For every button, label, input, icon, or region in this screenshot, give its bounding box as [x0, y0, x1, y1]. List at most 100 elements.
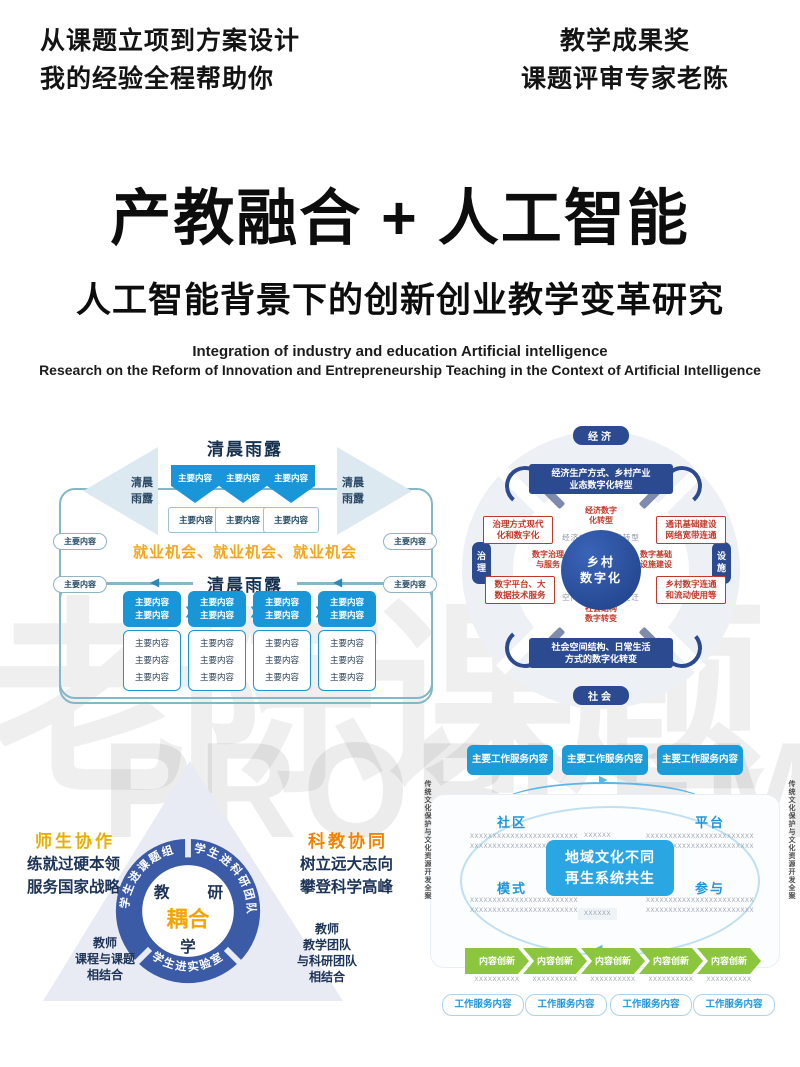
note-line: 数字平台、大 — [494, 579, 546, 589]
flow-card-row: 主要内容 — [329, 672, 364, 682]
english-title-1: Integration of industry and education Ar… — [192, 343, 608, 360]
cycle-center-line: 地域文化不同 — [565, 849, 655, 865]
cycle-center-box: 地域文化不同 再生系统共生 — [546, 840, 674, 896]
note-line: 乡村数字连通 — [665, 579, 717, 589]
side-vertical-text-right: 传统文化保护与文化资源开发全案 — [788, 780, 795, 900]
flow-card-row: 主要内容 — [329, 638, 364, 648]
flow-card-header: 主要内容 — [264, 610, 299, 620]
flow-card-header: 主要内容 — [199, 610, 234, 620]
cycle-diagram: 主要工作服务内容 主要工作服务内容 主要工作服务内容 ▶ ◀ 社区 平台 模式 … — [418, 736, 800, 1031]
work-service-box: 主要工作服务内容 — [657, 745, 743, 775]
flow-card-header: 主要内容 — [264, 597, 299, 607]
flow-diagram: 清晨雨露 清晨 雨露 清晨 雨露 主要内容 主要内容 主要内容 主要内容 主要内… — [45, 433, 445, 733]
chevron-sub-placeholder: XXXXXXXXXX — [532, 977, 578, 983]
economy-box: 经济生产方式、乡村产业 业态数字化转型 — [529, 464, 673, 494]
left-slogan: 练就过硬本领 服务国家战略 — [27, 856, 121, 896]
center-line: 乡村 — [586, 555, 615, 569]
inner-research: 研 — [207, 883, 223, 901]
society-box-line: 社会空间结构、日常生活 — [551, 642, 651, 652]
flow-side-pill: 主要内容 — [383, 533, 437, 550]
header-left-line1: 从课题立项到方案设计 — [40, 27, 301, 55]
quadrant-pill-governance: 治理 — [472, 542, 491, 584]
flow-card-row: 主要内容 — [134, 638, 169, 648]
content-innovation-chevron: 内容创新 — [581, 948, 645, 974]
big-arrow-right-label: 清晨 — [342, 477, 364, 489]
platform-note-box: 数字平台、大 数据技术服务 — [485, 576, 555, 604]
side-vertical-text-left: 传统文化保护与文化资源开发全案 — [424, 780, 431, 900]
corner-participation: 参与 — [695, 881, 726, 896]
content-innovation-chevron: 内容创新 — [465, 948, 529, 974]
flow-side-pill: 主要内容 — [53, 576, 107, 593]
society-box: 社会空间结构、日常生活 方式的数字化转变 — [529, 638, 673, 668]
center-circle: 乡村 数字化 — [561, 530, 641, 610]
triangle-diagram: 教师 科研与育人 相结合 师生协作 练就过硬本领 服务国家战略 科教协同 树立远… — [25, 753, 410, 1018]
flow-inner-connector — [59, 583, 433, 699]
placeholder-lines: XXXXXXXXXXXXXXXXXXXXXXXX XXXXXXXXXXXXXXX… — [646, 834, 755, 850]
red-label-governance: 数字治理 与服务 — [532, 550, 564, 569]
service-pill: 工作服务内容 — [693, 994, 775, 1016]
network-note-box: 通讯基础建设 网络宽带连通 — [656, 516, 726, 544]
right-title: 科教协同 — [308, 832, 388, 851]
flow-card-row: 主要内容 — [134, 655, 169, 665]
flow-card-header: 主要内容 — [134, 610, 169, 620]
flow-side-pill: 主要内容 — [53, 533, 107, 550]
society-box-line: 方式的数字化转变 — [564, 654, 637, 664]
chevron-sub-placeholder: XXXXXXXXXX — [648, 977, 694, 983]
placeholder-lines: XXXXXXXXXXXXXXXXXXXXXXXX XXXXXXXXXXXXXXX… — [470, 834, 579, 850]
flow-chevron-box: 主要内容 — [215, 507, 271, 533]
placeholder-lines: XXXXXXXXXXXXXXXXXXXXXXXX XXXXXXXXXXXXXXX… — [646, 898, 755, 914]
header-right: 教学成果奖 课题评审专家老陈 — [475, 22, 775, 98]
arrow-left-icon: ◀ — [333, 575, 343, 589]
bottom-right-text: 教师 教学团队 与科研团队 相结合 — [296, 922, 357, 984]
flow-card-header: 主要内容 — [329, 597, 364, 607]
right-slogan: 树立远大志向 攀登科学高峰 — [300, 856, 394, 896]
arrow-left-icon: ◀ — [150, 575, 160, 589]
note-line: 通讯基础建设 — [665, 519, 717, 529]
service-pill: 工作服务内容 — [525, 994, 607, 1016]
flow-chevron-box: 主要内容 — [168, 507, 224, 533]
flow-card: 主要内容 主要内容 主要内容 主要内容 主要内容 — [188, 591, 246, 691]
flow-card-header: 主要内容 — [329, 610, 364, 620]
note-line: 化和数字化 — [496, 530, 540, 540]
circle-diagram: 经济 社会 治理 设施 经济生产方式、乡村产业 业态数字化转型 社会空间结构、日… — [450, 426, 800, 720]
flow-card-row: 主要内容 — [264, 638, 299, 648]
flow-highlight-text: 就业机会、就业机会、就业机会 — [132, 544, 357, 561]
page-subtitle: 人工智能背景下的创新创业教学变革研究 — [75, 281, 724, 320]
coupling-ring: 学生进课题组 学生进科研团队 学生进实验室 教 研 耦合 学 — [115, 835, 261, 984]
flow-card-row: 主要内容 — [329, 655, 364, 665]
flow-card-header: 主要内容 — [134, 597, 169, 607]
header-right-line2: 课题评审专家老陈 — [520, 65, 729, 93]
governance-note-box: 治理方式现代 化和数字化 — [483, 516, 553, 544]
big-arrow-right-label: 雨露 — [342, 493, 364, 505]
service-pill: 工作服务内容 — [610, 994, 692, 1016]
big-arrow-left-label: 清晨 — [131, 477, 153, 489]
header-right-line1: 教学成果奖 — [559, 27, 690, 55]
flow-side-pill: 主要内容 — [383, 576, 437, 593]
chevron-sub-placeholder: XXXXXXXXXX — [474, 977, 520, 983]
left-title: 师生协作 — [35, 832, 115, 851]
center-line: 数字化 — [579, 571, 622, 585]
work-service-box: 主要工作服务内容 — [467, 745, 553, 775]
arrow-right-icon: ▶ — [599, 774, 608, 786]
rural-connect-note-box: 乡村数字连通 和流动使用等 — [656, 576, 726, 604]
flow-card-row: 主要内容 — [199, 638, 234, 648]
economy-box-line: 经济生产方式、乡村产业 — [551, 468, 651, 478]
quadrant-pill-infrastructure: 设施 — [712, 542, 731, 584]
inner-teach: 教 — [154, 882, 170, 901]
big-arrow-left-label: 雨露 — [131, 493, 153, 505]
note-line: 网络宽带连通 — [665, 530, 717, 540]
header-left-line2: 我的经验全程帮助你 — [40, 65, 275, 93]
red-label-economy: 经济数字 化转型 — [585, 506, 617, 525]
chevron-sub-placeholder: XXXXXXXXXX — [706, 977, 752, 983]
red-label-infrastructure: 数字基础 设施建设 — [640, 550, 672, 569]
english-title-2: Research on the Reform of Innovation and… — [39, 362, 761, 378]
flow-card-row: 主要内容 — [134, 672, 169, 682]
flow-card-row: 主要内容 — [199, 672, 234, 682]
note-line: 和流动使用等 — [665, 590, 717, 600]
chevron-sub-placeholder: XXXXXXXXXX — [590, 977, 636, 983]
placeholder-center-bottom: XXXXXX — [578, 908, 618, 920]
flow-card-header: 主要内容 — [199, 597, 234, 607]
note-line: 数据技术服务 — [494, 590, 546, 600]
placeholder-lines: XXXXXXXXXXXXXXXXXXXXXXXX XXXXXXXXXXXXXXX… — [470, 898, 579, 914]
